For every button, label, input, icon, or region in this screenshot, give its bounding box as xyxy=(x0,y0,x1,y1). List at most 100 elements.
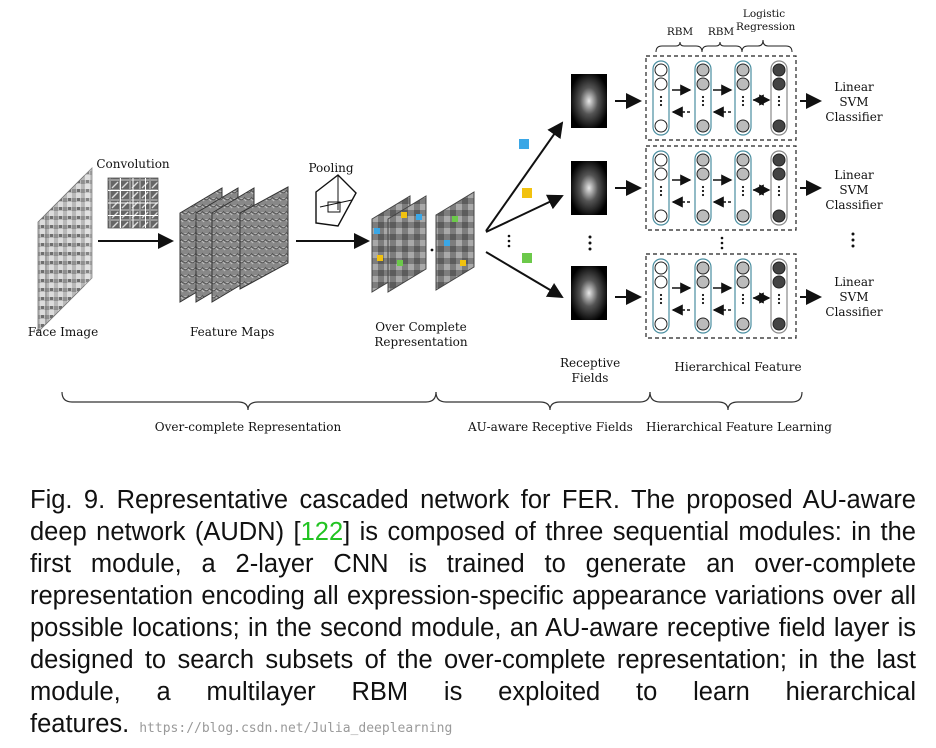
rbm-node xyxy=(772,275,786,289)
label-logistic: Logistic xyxy=(742,8,786,20)
diagram-canvas xyxy=(37,39,855,411)
rbm-node xyxy=(654,77,668,91)
over-complete-representation xyxy=(371,191,475,293)
classifier-2-line2: SVM xyxy=(839,183,869,197)
label-convolution: Convolution xyxy=(96,157,170,171)
classifier-3-line1: Linear xyxy=(834,275,874,289)
label-face-image: Face Image xyxy=(27,325,99,339)
rbm-node xyxy=(654,317,668,331)
feature-maps xyxy=(179,186,289,303)
rbm-layer xyxy=(652,258,670,334)
rbm-node xyxy=(736,153,750,167)
classifier-2-line3: Classifier xyxy=(825,198,883,212)
rbm-node xyxy=(654,261,668,275)
rbm-layer xyxy=(694,60,712,136)
citation-link[interactable]: 122 xyxy=(300,518,344,546)
label-rbm-1: RBM xyxy=(666,26,694,38)
rbm-layer xyxy=(770,258,788,334)
rbm-node xyxy=(654,119,668,133)
rbm-node xyxy=(696,77,710,91)
green-region-marker xyxy=(522,253,532,263)
label-module-2: AU-aware Receptive Fields xyxy=(468,420,633,434)
rbm-node xyxy=(772,119,786,133)
receptive-field-1 xyxy=(571,74,607,128)
network-diagram: Convolution Pooling Face Image Feature M… xyxy=(27,8,883,434)
label-regression: Regression xyxy=(736,21,796,33)
brace-module-2 xyxy=(435,391,651,411)
label-over-complete-line1: Over Complete xyxy=(375,320,467,334)
label-hierarchical-feature: Hierarchical Feature xyxy=(674,360,802,374)
rbm-node xyxy=(736,77,750,91)
pooling-icon xyxy=(315,174,357,227)
arrow-to-field-1 xyxy=(485,121,564,232)
rbm-node xyxy=(772,167,786,181)
rbm-node xyxy=(696,317,710,331)
rbm-node xyxy=(772,261,786,275)
blue-region-marker xyxy=(519,139,529,149)
rbm-layer xyxy=(734,150,752,226)
receptive-field-2 xyxy=(571,161,607,215)
rbm-layer xyxy=(770,60,788,136)
caption-text-suffix: ] is composed of three sequential module… xyxy=(30,518,916,738)
label-over-complete-line2: Representation xyxy=(374,335,468,349)
brace-module-1 xyxy=(61,391,437,411)
classifier-3-line3: Classifier xyxy=(825,305,883,319)
convolution-filters xyxy=(107,177,159,229)
rbm-layer xyxy=(694,150,712,226)
rbm-node xyxy=(736,167,750,181)
rbm-layer xyxy=(734,60,752,136)
receptive-field-3 xyxy=(571,266,607,320)
rbm-block-3 xyxy=(645,253,797,339)
label-rbm-2: RBM xyxy=(707,26,735,38)
rbm-node xyxy=(654,209,668,223)
rbm-node xyxy=(696,119,710,133)
classifier-3-line2: SVM xyxy=(839,290,869,304)
label-receptive-line1: Receptive xyxy=(560,356,621,370)
rbm-layer xyxy=(770,150,788,226)
rbm-layer xyxy=(694,258,712,334)
arrow-to-field-3 xyxy=(485,251,564,299)
yellow-region-marker xyxy=(522,188,532,198)
rbm-block-2 xyxy=(645,145,797,231)
rbm-node xyxy=(736,261,750,275)
rbm-node xyxy=(736,275,750,289)
rbm-node xyxy=(654,275,668,289)
rbm-blocks xyxy=(645,55,797,339)
rbm-node xyxy=(654,167,668,181)
rbm-node xyxy=(736,63,750,77)
rbm-node xyxy=(696,209,710,223)
rbm-node xyxy=(772,77,786,91)
rbm-node xyxy=(772,153,786,167)
rbm-node xyxy=(696,167,710,181)
rbm-layer xyxy=(652,150,670,226)
rbm-layer xyxy=(652,60,670,136)
arrow-to-field-2 xyxy=(485,194,564,233)
rbm-node xyxy=(696,63,710,77)
brace-module-3 xyxy=(649,391,803,411)
rbm-node xyxy=(736,209,750,223)
rbm-node xyxy=(772,209,786,223)
rbm-node xyxy=(696,275,710,289)
face-image xyxy=(37,167,93,333)
rbm-block-1 xyxy=(645,55,797,141)
label-feature-maps: Feature Maps xyxy=(190,325,275,339)
label-receptive-line2: Fields xyxy=(571,371,609,385)
rbm-node xyxy=(736,119,750,133)
caption-text-prefix: Fig. 9. Representative cascaded network … xyxy=(30,486,916,546)
rbm-node xyxy=(696,261,710,275)
classifier-2-line1: Linear xyxy=(834,168,874,182)
watermark: https://blog.csdn.net/Julia_deeplearning xyxy=(139,721,453,736)
rbm-node xyxy=(654,63,668,77)
rbm-node xyxy=(736,317,750,331)
rbm-node xyxy=(772,63,786,77)
classifier-1-line1: Linear xyxy=(834,80,874,94)
classifier-1-line3: Classifier xyxy=(825,110,883,124)
rbm-layer xyxy=(734,258,752,334)
label-module-1: Over-complete Representation xyxy=(154,420,342,434)
rbm-node xyxy=(654,153,668,167)
classifier-1-line2: SVM xyxy=(839,95,869,109)
label-module-3: Hierarchical Feature Learning xyxy=(646,420,832,434)
label-pooling: Pooling xyxy=(308,161,354,175)
figure-caption: Fig. 9. Representative cascaded network … xyxy=(30,484,916,745)
rbm-node xyxy=(772,317,786,331)
